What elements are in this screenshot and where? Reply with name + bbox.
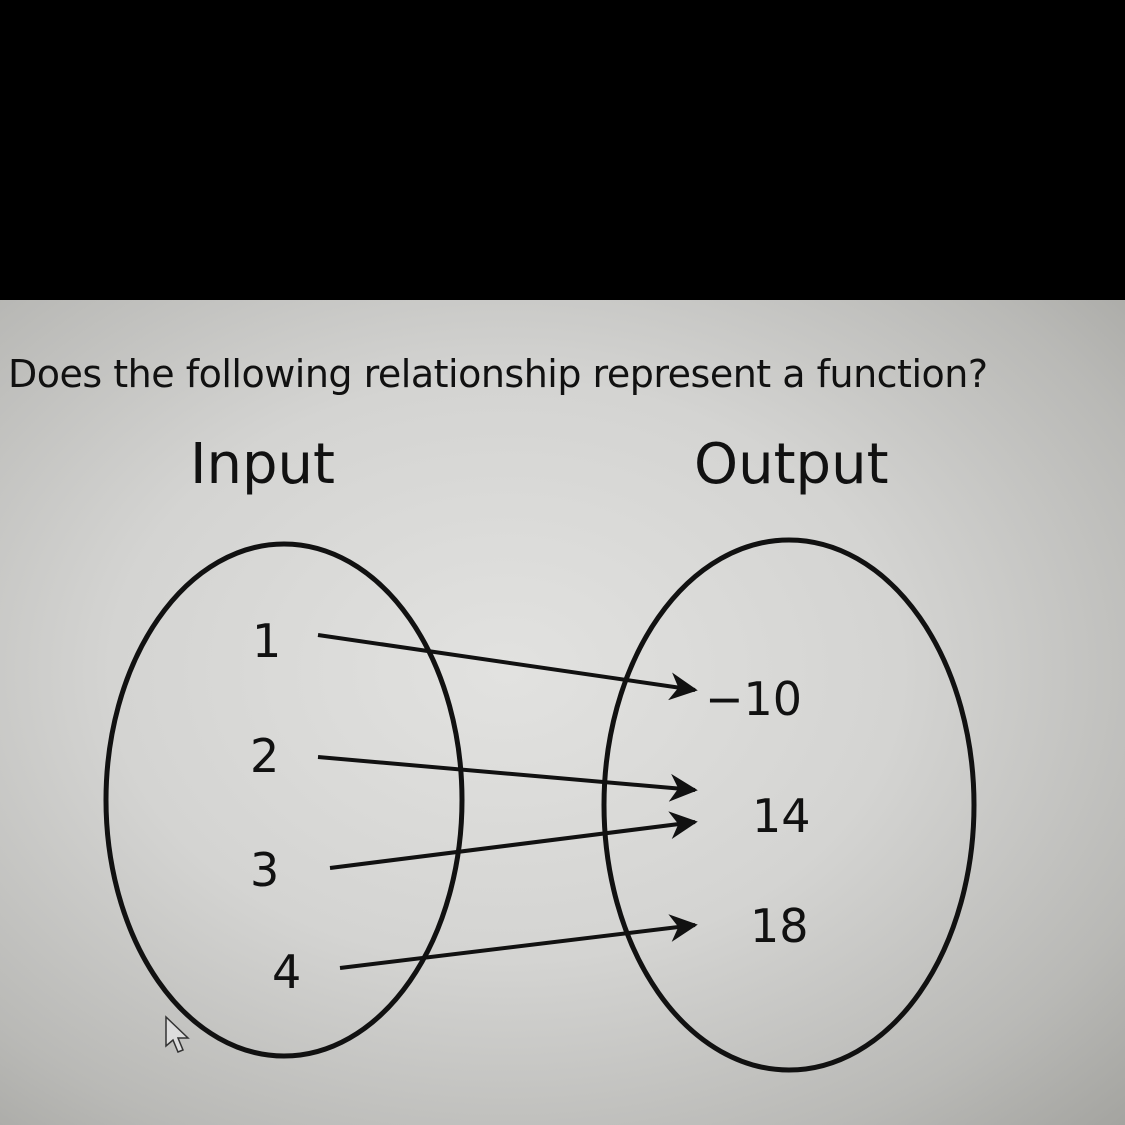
input-value: 4 — [272, 945, 301, 999]
input-heading: Input — [190, 432, 336, 497]
mapping-arrow — [339, 914, 698, 970]
mouse-cursor-icon — [165, 1015, 190, 1053]
input-value: 3 — [250, 843, 279, 897]
input-set-oval — [103, 541, 465, 1059]
output-value: 14 — [752, 789, 811, 843]
input-value: 2 — [250, 729, 279, 783]
question-text: Does the following relationship represen… — [8, 352, 988, 396]
output-set-oval — [601, 537, 977, 1073]
input-value: 1 — [252, 614, 281, 668]
output-value: −10 — [705, 672, 802, 726]
mapping-arrow — [317, 755, 698, 802]
mapping-arrow — [329, 811, 698, 870]
output-value: 18 — [750, 899, 809, 953]
screen-area — [0, 300, 1125, 1125]
output-heading: Output — [694, 432, 889, 497]
mapping-arrow — [317, 633, 698, 701]
